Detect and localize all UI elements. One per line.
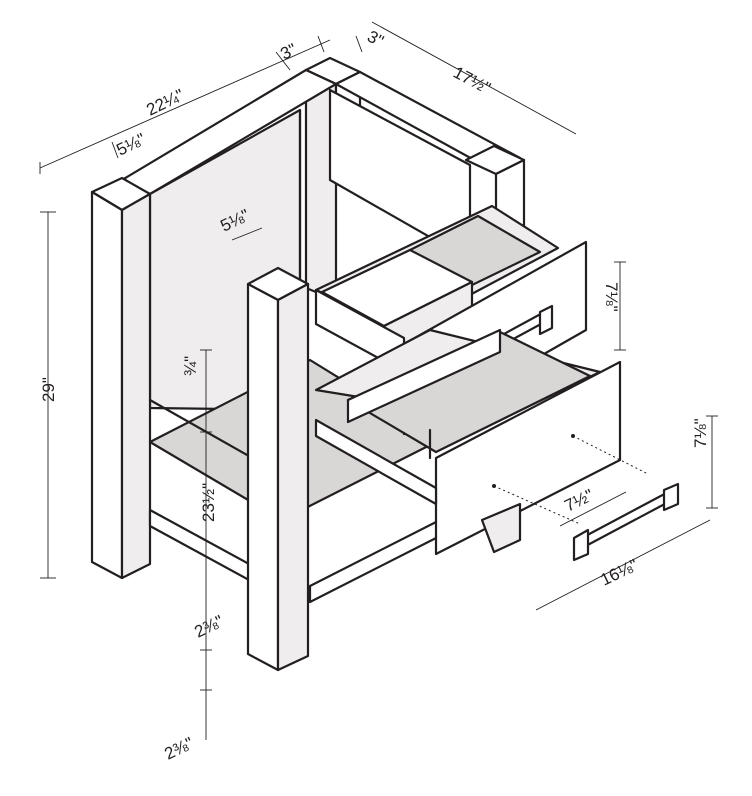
drawer1-height-label: 7⅛": [602, 282, 621, 312]
front-right-leg-side: [276, 282, 310, 672]
drawer-clearance-label: 23½": [199, 483, 218, 522]
cabinet-body: [90, 56, 526, 672]
width-label: 17½": [450, 63, 493, 98]
bottom-drawer-front[interactable]: [434, 360, 622, 556]
depth-label: 22¼": [143, 85, 186, 119]
pull-spacing-label: 7½": [561, 486, 596, 516]
bottom-gap-label: 2⅜": [161, 734, 196, 764]
top-rail-right-label: 3": [364, 27, 387, 51]
detached-pull-icon: [572, 482, 680, 562]
bottom-drawer[interactable]: [314, 328, 649, 556]
bottom-drawer-underside: [480, 502, 522, 554]
drawer2-height-label: 7⅛": [691, 418, 710, 448]
shelf-offset-label: ¾": [181, 356, 200, 376]
panel-offset-top-label: 5⅛": [113, 130, 148, 160]
drawer-width-label: 16⅛": [597, 555, 640, 589]
dimension-lines: [39, 21, 718, 740]
height-label: 29": [39, 377, 58, 402]
shelf-rail-front: [308, 518, 442, 604]
toe-gap-label: 2⅜": [191, 612, 226, 642]
bottom-drawer-back: [346, 328, 502, 424]
top-rail-left-label: 3": [277, 40, 299, 64]
front-left-leg-side: [120, 192, 152, 580]
front-left-leg-face: [90, 190, 124, 580]
front-right-leg-face: [246, 282, 280, 672]
bottom-drawer-box-left: [314, 418, 438, 506]
